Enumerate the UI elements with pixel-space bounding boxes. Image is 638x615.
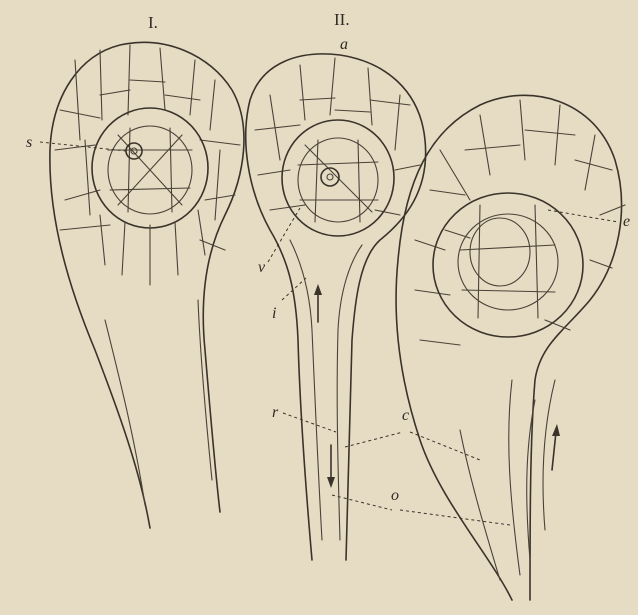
figure-one-stalk-line: [198, 300, 212, 480]
stream-arrow-down-head: [327, 477, 335, 488]
figure-one-cell-walls: [55, 45, 240, 250]
figure-two-cell-walls: [255, 58, 420, 215]
label-v: v: [258, 259, 266, 276]
figure-three-rosette-cells: [445, 205, 570, 330]
leader-o-left: [332, 495, 392, 510]
label-a: a: [340, 36, 348, 53]
stream-arrow-right: [552, 432, 556, 470]
figure-one-title: I.: [148, 13, 158, 32]
figure-three-drawing: [332, 95, 625, 600]
leader-o-right: [400, 510, 510, 525]
figure-two-nucleolus: [327, 174, 333, 180]
figure-three-rosette-mid: [458, 214, 558, 310]
figure-three-outline: [396, 95, 621, 600]
label-r: r: [272, 404, 279, 421]
figure-two-title: II.: [334, 10, 350, 29]
leader-s: [40, 142, 126, 151]
label-e: e: [623, 213, 630, 230]
figure-three-rosette-outer: [433, 193, 583, 337]
label-s: s: [26, 134, 32, 151]
leader-c-left: [345, 432, 403, 447]
label-c: c: [402, 407, 409, 424]
stream-arrow-up-head: [314, 284, 322, 295]
label-o: o: [391, 487, 399, 504]
label-i: i: [272, 305, 276, 322]
figure-one-drawing: [40, 42, 244, 528]
stream-arrow-right-head: [552, 424, 560, 436]
figure-three-stalk-line: [509, 380, 555, 575]
figure-one-rosette-cells: [100, 128, 205, 285]
figure-one-nucleus: [126, 143, 142, 159]
leader-r: [283, 413, 336, 432]
figure-three-stalk-line: [460, 430, 500, 580]
leader-c-right: [410, 432, 480, 460]
